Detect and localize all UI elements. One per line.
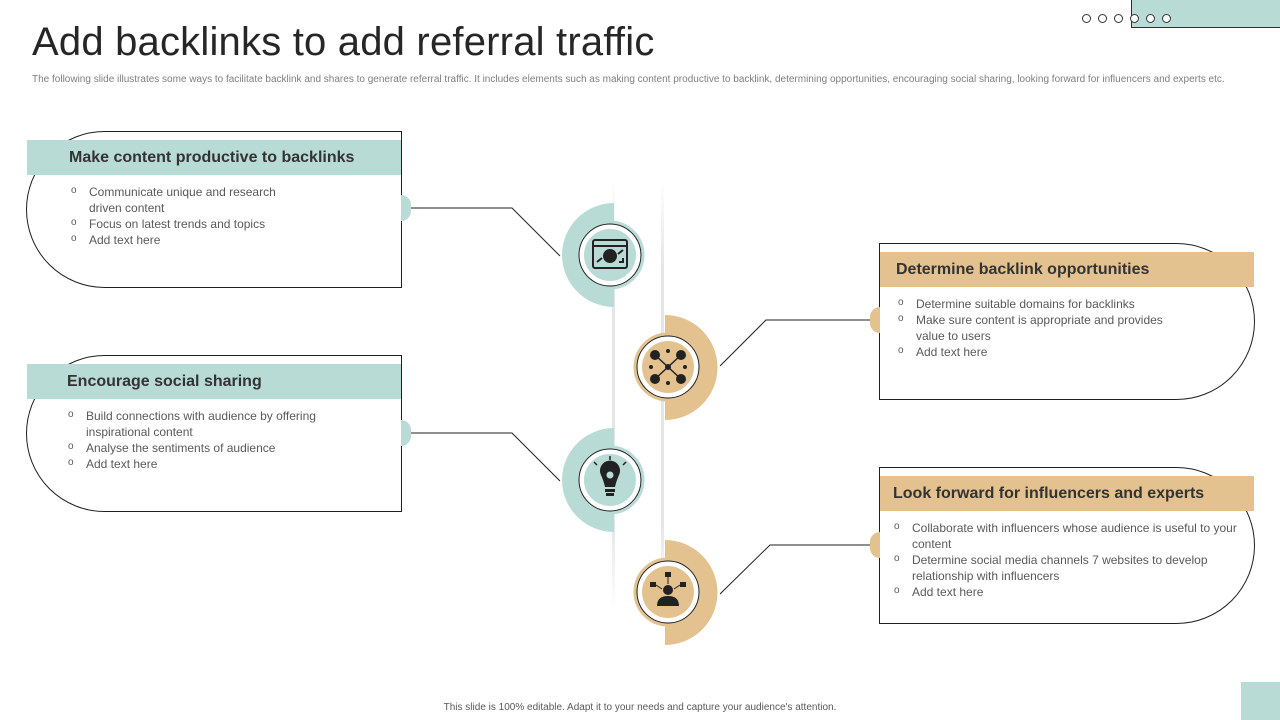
- bullet-item: Add text here: [71, 231, 301, 248]
- page-title: Add backlinks to add referral traffic: [32, 20, 655, 64]
- card-determine-backlink-opportunities: Determine backlink opportunities Determi…: [879, 243, 1255, 400]
- card-bullets: Communicate unique and research driven c…: [71, 183, 301, 248]
- bullet-item: Focus on latest trends and topics: [71, 215, 301, 232]
- bullet-item: Add text here: [68, 455, 343, 472]
- influencer-person-icon: [650, 572, 686, 606]
- dot: [1082, 14, 1091, 23]
- card-heading: Encourage social sharing: [27, 364, 401, 399]
- dot: [1114, 14, 1123, 23]
- corner-accent: [1241, 682, 1280, 720]
- connector-4: [719, 544, 870, 595]
- footer-note: This slide is 100% editable. Adapt it to…: [443, 702, 837, 713]
- bullet-item: Add text here: [898, 343, 1188, 360]
- dot: [1146, 14, 1155, 23]
- card-bullets: Collaborate with influencers whose audie…: [894, 519, 1239, 600]
- bullet-item: Make sure content is appropriate and pro…: [898, 311, 1188, 344]
- card-connector-knob: [401, 420, 411, 446]
- slide-dots: [1082, 14, 1171, 23]
- browser-analytics-icon: [592, 239, 628, 269]
- connector-1: [410, 207, 561, 257]
- card-connector-knob: [870, 307, 880, 333]
- bullet-item: Analyse the sentiments of audience: [68, 439, 343, 456]
- bullet-item: Communicate unique and research driven c…: [71, 183, 301, 216]
- card-make-content-productive: Make content productive to backlinks Com…: [26, 131, 402, 288]
- top-accent-bar: [1131, 0, 1280, 28]
- card-heading: Make content productive to backlinks: [27, 140, 401, 175]
- network-people-icon: [649, 349, 687, 385]
- dot: [1162, 14, 1171, 23]
- dot: [1130, 14, 1139, 23]
- connector-2: [719, 319, 870, 367]
- card-heading: Look forward for influencers and experts: [880, 476, 1254, 511]
- node-circle-1: [562, 203, 645, 307]
- dot: [1098, 14, 1107, 23]
- lightbulb-gear-icon: [593, 456, 627, 496]
- page-subtitle: The following slide illustrates some way…: [32, 74, 1225, 85]
- card-bullets: Determine suitable domains for backlinks…: [898, 295, 1188, 360]
- bullet-item: Determine social media channels 7 websit…: [894, 551, 1239, 584]
- bullet-item: Add text here: [894, 583, 1239, 600]
- card-encourage-social-sharing: Encourage social sharing Build connectio…: [26, 355, 402, 512]
- card-influencers-and-experts: Look forward for influencers and experts…: [879, 467, 1255, 624]
- card-bullets: Build connections with audience by offer…: [68, 407, 343, 472]
- node-circle-4: [633, 540, 718, 645]
- spine-line: [612, 180, 615, 610]
- bullet-item: Collaborate with influencers whose audie…: [894, 519, 1239, 552]
- node-circle-2: [633, 315, 718, 420]
- card-connector-knob: [401, 195, 411, 221]
- connector-3: [410, 432, 561, 482]
- card-heading: Determine backlink opportunities: [880, 252, 1254, 287]
- node-circle-3: [562, 428, 645, 532]
- bullet-item: Build connections with audience by offer…: [68, 407, 343, 440]
- bullet-item: Determine suitable domains for backlinks: [898, 295, 1188, 312]
- card-connector-knob: [870, 532, 880, 558]
